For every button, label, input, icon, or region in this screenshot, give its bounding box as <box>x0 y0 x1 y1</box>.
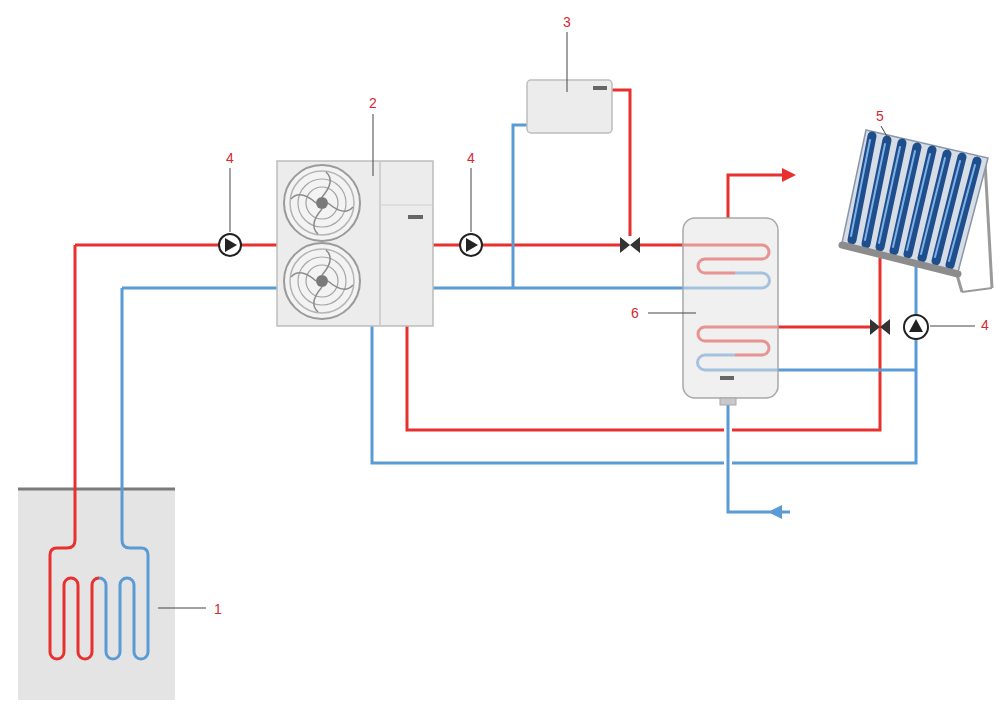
callout-number: 4 <box>466 150 476 166</box>
callout-number: 6 <box>630 305 640 321</box>
valve-symbol <box>620 237 890 335</box>
leader-line <box>648 313 696 314</box>
ground-collector <box>18 245 206 700</box>
storage-tank <box>648 218 778 405</box>
pipes <box>75 90 916 512</box>
callout-number: 2 <box>368 95 378 111</box>
callout-number: 1 <box>213 601 223 617</box>
leader-line <box>881 126 889 140</box>
leader-line <box>567 32 568 92</box>
leader-line <box>158 608 206 609</box>
callout-number: 5 <box>875 108 885 124</box>
heat-pump <box>277 114 433 326</box>
leader-line <box>373 114 374 176</box>
flow-arrow <box>782 168 796 182</box>
callout-number: 4 <box>980 317 990 333</box>
flow-arrow <box>768 505 782 519</box>
callout-number: 3 <box>562 14 572 30</box>
control-unit <box>527 32 612 133</box>
callout-number: 4 <box>225 150 235 166</box>
solar-collector <box>842 126 992 292</box>
